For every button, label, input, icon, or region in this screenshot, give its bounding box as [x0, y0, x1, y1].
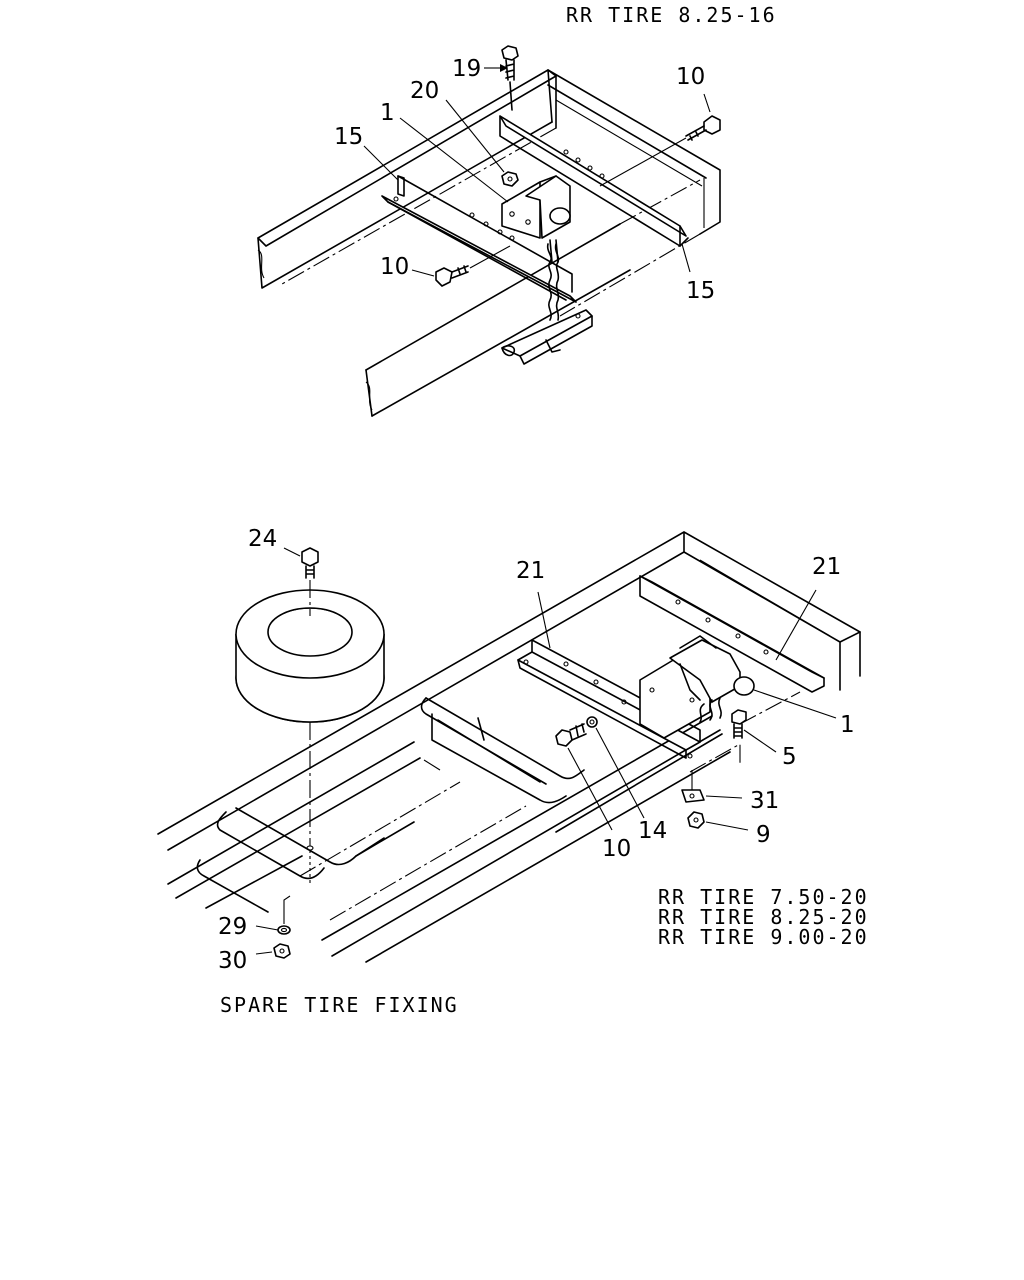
top-bracket-left-15 — [381, 175, 577, 303]
top-bolt-10-left — [435, 245, 511, 287]
callout-top-15-right: 15 — [686, 278, 715, 304]
callout-top-10-left: 10 — [380, 254, 409, 280]
caption-variant-3: RR TIRE 9.00-20 — [658, 925, 869, 949]
bottom-nut-30 — [273, 943, 291, 959]
bottom-carrier-winch-1 — [639, 635, 755, 739]
callout-bottom-21-right: 21 — [812, 554, 841, 580]
top-lower-hook-plate — [501, 309, 593, 365]
top-carrier-winch-1 — [501, 175, 571, 263]
callout-top-10-right: 10 — [676, 64, 705, 90]
caption-variant-2: RR TIRE 8.25-20 — [658, 905, 869, 929]
bottom-frame — [157, 531, 861, 963]
callout-bottom-24: 24 — [248, 526, 277, 552]
bottom-bolt-10 — [555, 723, 587, 747]
top-frame — [257, 69, 721, 417]
callout-bottom-21-left: 21 — [516, 558, 545, 584]
callout-bottom-1: 1 — [840, 712, 855, 738]
caption-variant-1: RR TIRE 7.50-20 — [658, 885, 869, 909]
top-leaders — [363, 64, 711, 277]
top-bracket-right-15 — [499, 115, 689, 247]
bottom-bracket-right-21 — [639, 575, 825, 693]
callout-bottom-31: 31 — [750, 788, 779, 814]
top-chain — [546, 243, 560, 321]
bottom-bolt-24 — [301, 547, 319, 579]
callout-top-15-left: 15 — [334, 124, 363, 150]
bottom-nut-9 — [687, 811, 705, 829]
callout-bottom-10: 10 — [602, 836, 631, 862]
bottom-leaders — [255, 547, 837, 955]
callout-bottom-30: 30 — [218, 948, 247, 974]
top-bolt-19 — [501, 45, 519, 111]
bottom-washer-29 — [277, 925, 291, 935]
bottom-washer-14 — [586, 716, 598, 728]
caption-top-variant: RR TIRE 8.25-16 — [566, 3, 777, 27]
callout-top-19: 19 — [452, 56, 481, 82]
top-nut-20 — [501, 171, 519, 187]
bottom-plate-31 — [681, 770, 705, 803]
bottom-spare-tire — [235, 580, 385, 886]
callout-bottom-29: 29 — [218, 914, 247, 940]
callout-top-20: 20 — [410, 78, 439, 104]
callout-bottom-9: 9 — [756, 822, 771, 848]
bottom-bolt-5 — [731, 709, 747, 739]
caption-section-title: SPARE TIRE FIXING — [220, 993, 459, 1017]
callout-bottom-5: 5 — [782, 744, 797, 770]
callout-top-1: 1 — [380, 100, 395, 126]
callout-bottom-14: 14 — [638, 818, 667, 844]
top-bolt-10-right — [599, 115, 721, 187]
